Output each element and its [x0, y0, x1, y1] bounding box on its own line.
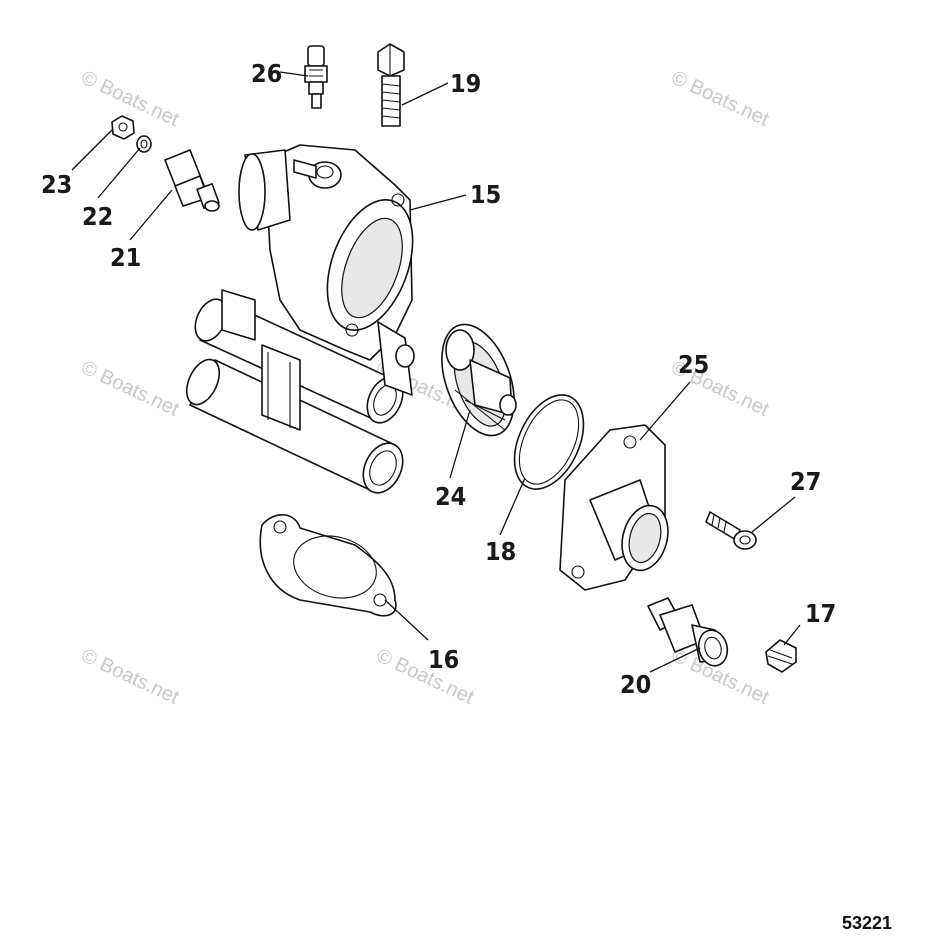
gasket-part[interactable]	[259, 514, 397, 617]
callout-26: 26	[251, 59, 282, 88]
plug-part[interactable]	[765, 639, 797, 673]
watermark: © Boats.net	[78, 645, 183, 709]
o-ring-part[interactable]	[501, 384, 598, 500]
watermark: © Boats.net	[373, 645, 478, 709]
leader-lines	[71, 71, 801, 673]
watermark: © Boats.net	[78, 357, 183, 421]
callout-20: 20	[620, 670, 651, 699]
callout-25: 25	[678, 350, 709, 379]
thermostat-cover-part[interactable]	[559, 424, 675, 591]
washer-part[interactable]	[136, 135, 152, 153]
callout-23: 23	[41, 170, 72, 199]
thermostat-housing-part[interactable]	[180, 144, 429, 499]
callout-16: 16	[428, 645, 459, 674]
callout-19: 19	[450, 69, 481, 98]
callout-18: 18	[485, 537, 516, 566]
callout-15: 15	[470, 180, 501, 209]
sensor-part[interactable]	[164, 149, 220, 212]
callout-21: 21	[110, 243, 141, 272]
flange-bolt-part[interactable]	[705, 511, 757, 550]
figure-number: 53221	[842, 913, 892, 933]
callout-27: 27	[790, 467, 821, 496]
callouts: 26 19 23 22 21 15 25 24 27 18 17 16 20	[41, 59, 836, 699]
sender-part[interactable]	[647, 597, 731, 669]
watermark: © Boats.net	[668, 67, 773, 131]
callout-24: 24	[435, 482, 466, 511]
bolt-part[interactable]	[377, 43, 405, 127]
callout-17: 17	[805, 599, 836, 628]
nut-part[interactable]	[111, 115, 135, 140]
callout-22: 22	[82, 202, 113, 231]
fitting-part[interactable]	[304, 45, 328, 109]
thermostat-part[interactable]	[428, 315, 528, 446]
